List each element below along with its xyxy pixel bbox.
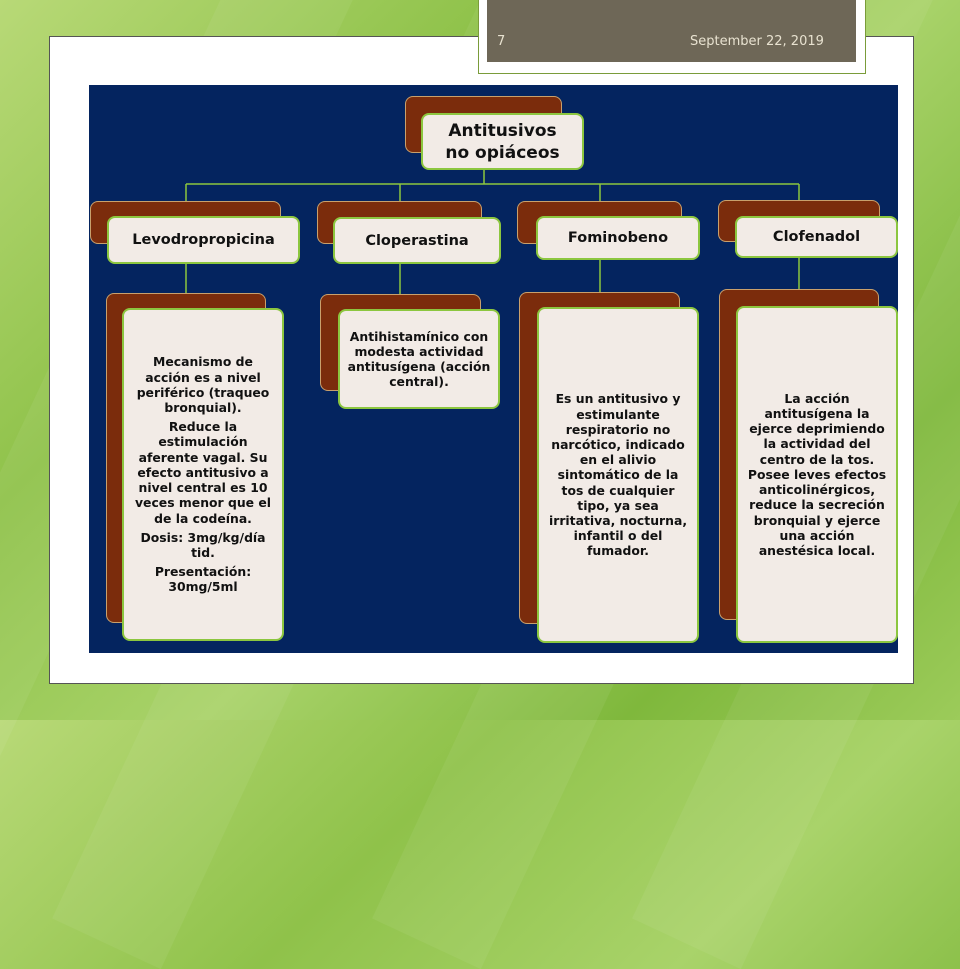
category-node-fominobeno: Fominobeno bbox=[536, 216, 700, 260]
category-title: Fominobeno bbox=[567, 230, 669, 246]
header-tab-inner bbox=[487, 0, 856, 62]
root-node: Antitusivos no opiáceos bbox=[421, 113, 584, 170]
category-title: Clofenadol bbox=[772, 229, 861, 245]
description-paragraph: Presentación: 30mg/5ml bbox=[154, 564, 252, 595]
category-node-cloperastina: Cloperastina bbox=[333, 217, 501, 264]
description-clofenadol: La acción antitusígena la ejerce deprimi… bbox=[736, 306, 898, 643]
description-paragraph: La acción antitusígena la ejerce deprimi… bbox=[747, 390, 887, 558]
category-node-levodropropicina: Levodropropicina bbox=[107, 216, 300, 264]
description-levodropropicina: Mecanismo de acción es a nivel periféric… bbox=[122, 308, 284, 641]
category-title: Cloperastina bbox=[365, 232, 469, 249]
description-paragraph: Es un antitusivo y estimulante respirato… bbox=[548, 391, 688, 559]
description-fominobeno: Es un antitusivo y estimulante respirato… bbox=[537, 307, 699, 643]
root-title-line2: no opiáceos bbox=[445, 142, 560, 163]
slide-date: September 22, 2019 bbox=[690, 34, 824, 49]
description-paragraph: Reduce la estimulación aferente vagal. S… bbox=[134, 419, 272, 526]
root-title-line1: Antitusivos bbox=[448, 120, 557, 141]
page-number: 7 bbox=[497, 34, 506, 49]
description-paragraph: Dosis: 3mg/kg/día tid. bbox=[140, 529, 266, 560]
description-paragraph: Antihistamínico con modesta actividad an… bbox=[347, 328, 491, 390]
category-node-clofenadol: Clofenadol bbox=[735, 216, 898, 258]
description-paragraph: Mecanismo de acción es a nivel periféric… bbox=[136, 354, 270, 416]
category-title: Levodropropicina bbox=[132, 232, 275, 248]
connector-lines bbox=[185, 168, 800, 294]
description-cloperastina: Antihistamínico con modesta actividad an… bbox=[338, 309, 500, 409]
